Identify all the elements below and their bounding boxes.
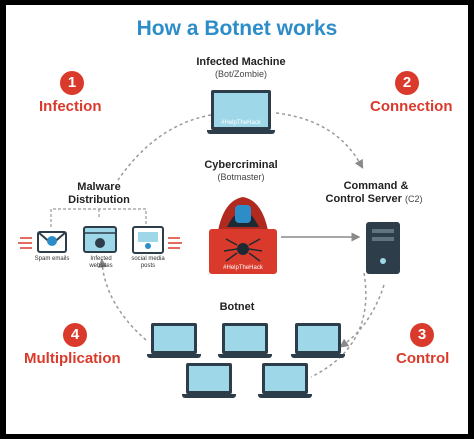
botnet-laptop-icon <box>182 363 236 398</box>
cnc-name: Control Server <box>325 193 402 205</box>
step-2-label: Connection <box>370 98 453 115</box>
step-4-label: Multiplication <box>24 350 121 367</box>
malware-title-line1: Malware <box>77 181 121 193</box>
malware-title-line2: Distribution <box>68 194 130 206</box>
botnet-laptop-icon <box>147 323 201 358</box>
botnet-laptop-icon <box>258 363 312 398</box>
step-4-badge: 4 <box>63 323 87 347</box>
step-1-label: Infection <box>39 98 102 115</box>
cybercriminal-subtitle: (Botmaster) <box>217 172 265 182</box>
cnc-tag: (C2) <box>404 194 423 204</box>
spam-email-icon <box>18 231 67 253</box>
page-title: How a Botnet works <box>136 17 338 40</box>
diagram-frame: How a Botnet works 1 Infection 2 Connect… <box>6 5 468 434</box>
cnc-title-line2: Control Server (C2) <box>310 194 438 205</box>
step-3-badge: 3 <box>410 323 434 347</box>
social-media-icon <box>132 226 182 254</box>
step-3-label: Control <box>396 350 450 367</box>
cycle-arc-top-left <box>117 114 212 181</box>
infected-machine-subtitle: (Bot/Zombie) <box>214 69 267 79</box>
botnet-laptop-icon <box>291 323 345 358</box>
malware-item-website-label: Infected websites <box>89 256 113 269</box>
step-1-badge: 1 <box>60 71 84 95</box>
step-2-badge: 2 <box>395 71 419 95</box>
cybercriminal-shirt-text: #HelpTheHack <box>223 265 263 271</box>
botnet-laptop-icon <box>218 323 272 358</box>
cybercriminal-title: Cybercriminal <box>204 159 278 171</box>
cycle-arc-bottom-left <box>97 258 147 341</box>
cnc-title-line1: Command & <box>343 180 409 192</box>
infected-machine-title: Infected Machine <box>196 56 286 68</box>
cycle-arc-top-right <box>275 112 364 169</box>
malware-item-social-label: social media posts <box>131 256 165 269</box>
malware-item-spam-label: Spam emails <box>34 256 70 262</box>
infected-website-icon <box>83 226 117 253</box>
cycle-arc-right <box>339 284 385 348</box>
server-icon <box>366 222 400 274</box>
botnet-title: Botnet <box>219 301 255 313</box>
infected-machine-laptop-icon: #HelpTheHack <box>207 90 275 134</box>
hacker-icon <box>209 197 277 274</box>
connector-layer <box>18 112 400 378</box>
infected-machine-screen-text: #HelpTheHack <box>221 120 261 126</box>
